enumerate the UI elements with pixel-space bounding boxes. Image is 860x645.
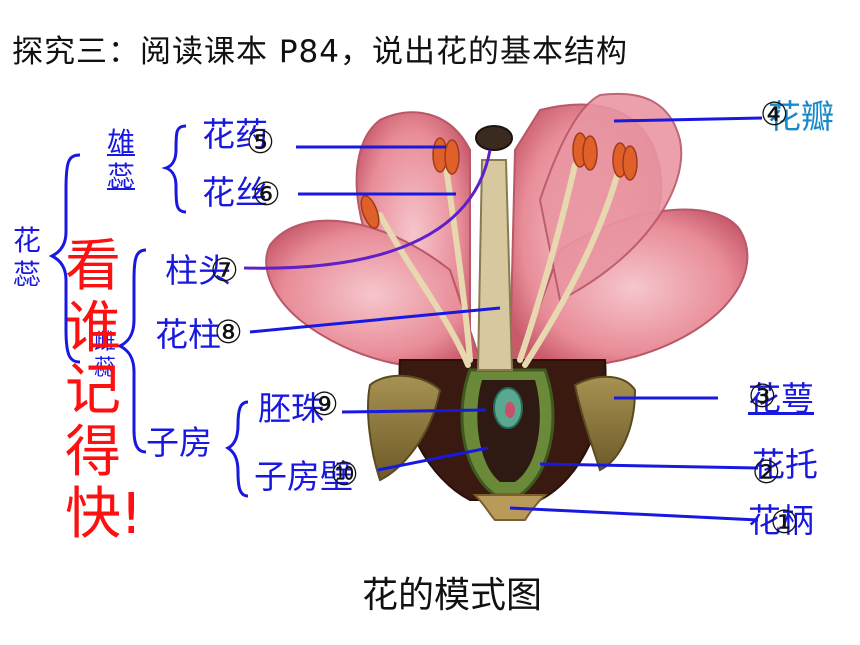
line-stigma [243,149,492,270]
num-filament: ⑥ [252,175,281,213]
pedicel-stem [472,494,548,521]
num-ovule: ⑨ [310,385,339,423]
label-sepal: 花萼 [748,379,814,418]
line-petal [613,116,763,123]
sepal-left [367,374,442,482]
num-ovary-wall: ⑩ [330,455,359,493]
label-anther: 花药 [202,115,268,154]
label-filament: 花丝 [202,173,268,212]
line-ovary-wall [377,446,489,472]
style-column [476,159,514,371]
num-stigma: ⑦ [210,251,239,289]
figure-caption: 花的模式图 [362,575,543,616]
sepal-right [573,375,637,472]
num-sepal: ③ [748,377,777,415]
num-pedicel: ① [770,503,799,541]
slogan: 看 谁 记 得 快! [65,234,143,547]
brace-flower-pistil [48,153,81,364]
label-stigma: 柱头 [165,251,231,290]
label-ovary: 子房 [146,423,212,462]
label-ovule: 胚珠 [258,389,324,428]
label-receptacle: 花托 [752,445,818,484]
brace-pistil [116,248,147,454]
brace-ovary [225,400,249,498]
stigma [475,125,513,151]
page-title: 探究三：阅读课本 P84，说出花的基本结构 [12,34,628,70]
label-petal: 花瓣 [768,97,834,136]
stamens [377,157,623,368]
line-style [249,306,501,334]
group-pistil: 雌蕊 [93,330,116,381]
line-pedicel [509,506,759,522]
num-anther: ⑤ [246,123,275,161]
num-style: ⑧ [214,313,243,351]
label-style: 花柱 [155,315,221,354]
label-ovary-wall: 子房壁 [254,457,353,496]
group-stamen: 雄蕊 [106,126,135,193]
num-receptacle: ② [752,453,781,491]
label-pedicel: 花柄 [748,501,814,540]
brace-stamen [161,124,187,214]
line-receptacle [539,462,759,470]
num-petal: ④ [760,95,789,133]
group-flower-pistil: 花蕊 [12,224,41,291]
line-ovule [341,408,487,414]
